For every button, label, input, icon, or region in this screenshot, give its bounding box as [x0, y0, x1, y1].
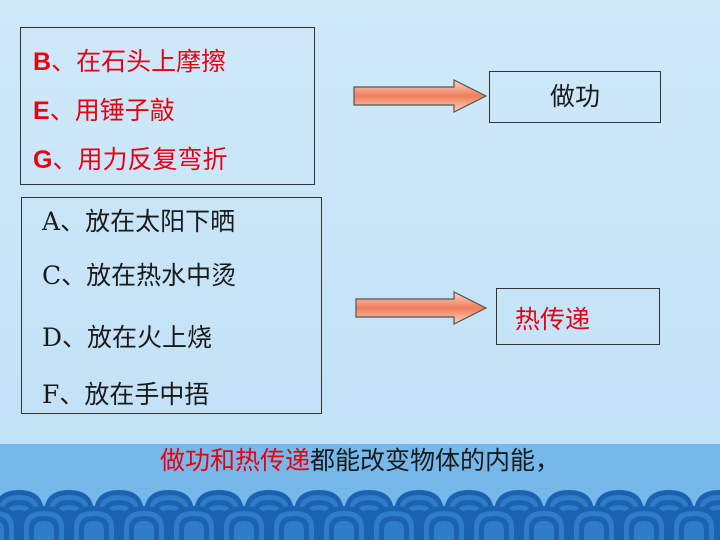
item-text: 、在石头上摩擦	[51, 47, 227, 76]
heat-methods-box	[21, 197, 322, 414]
result-label-heat: 热传递	[515, 305, 591, 334]
result-box-heat: 热传递	[496, 288, 660, 345]
result-label-work: 做功	[549, 82, 600, 111]
item-text: 、用锤子敲	[49, 96, 175, 125]
summary-sentence: 做功和热传递都能改变物体的内能，	[0, 444, 720, 478]
item-text: 、放在热水中烫	[61, 261, 237, 290]
result-box-work: 做功	[489, 71, 661, 123]
heat-item-c: C、放在热水中烫	[42, 256, 236, 292]
heat-item-a: A、放在太阳下晒	[42, 202, 235, 238]
item-letter: D	[42, 323, 63, 352]
work-item-e: E、用锤子敲	[33, 91, 175, 127]
item-letter: E	[33, 97, 50, 125]
item-text: 、放在手中捂	[59, 380, 210, 409]
summary-rest: 都能改变物体的内能，	[310, 446, 561, 475]
item-letter: G	[33, 146, 53, 174]
work-item-g: G、用力反复弯折	[33, 140, 227, 176]
work-item-b: B、在石头上摩擦	[33, 42, 226, 78]
heat-item-f: F、放在手中捂	[42, 375, 209, 411]
heat-item-d: D、放在火上烧	[42, 318, 212, 354]
work-methods-box	[20, 27, 315, 185]
item-text: 、放在火上烧	[62, 323, 213, 352]
item-letter: B	[33, 48, 52, 76]
item-letter: A	[42, 207, 61, 236]
summary-highlight: 做功和热传递	[159, 446, 310, 475]
item-letter: C	[42, 261, 62, 290]
item-letter: F	[42, 380, 60, 409]
arrow-to-work-icon	[353, 79, 488, 113]
wave-decoration	[0, 486, 720, 540]
item-text: 、用力反复弯折	[52, 145, 228, 174]
arrow-to-heat-icon	[355, 291, 488, 325]
item-text: 、放在太阳下晒	[60, 207, 236, 236]
